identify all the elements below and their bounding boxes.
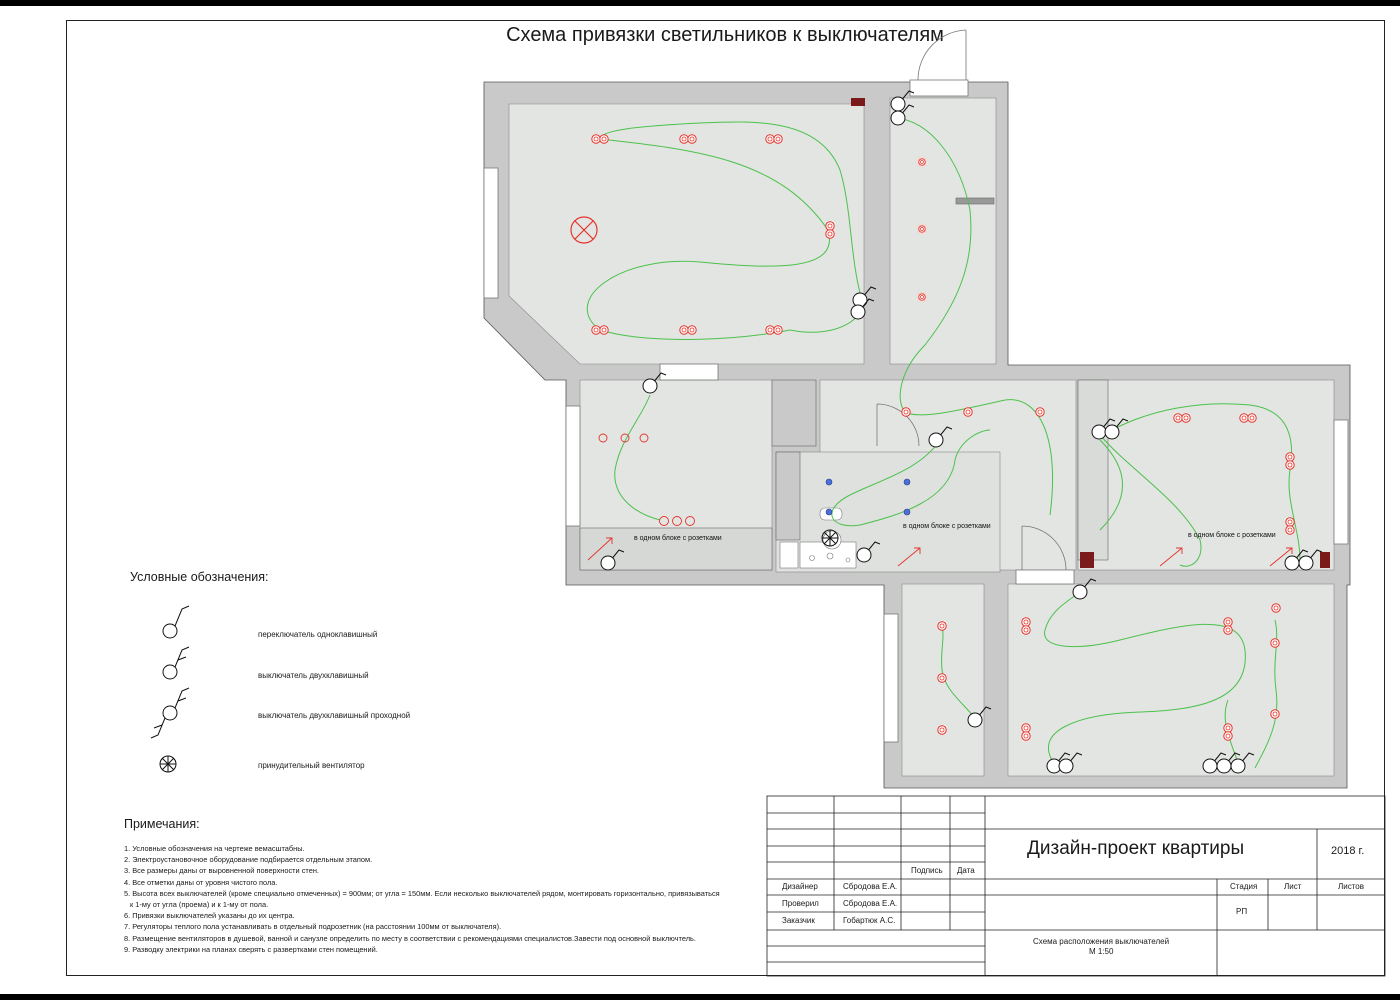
room-kitchen [1007, 583, 1335, 777]
role-designer: Дизайнер [782, 882, 818, 891]
note-item: 2. Электроустановочное оборудование подб… [124, 855, 373, 865]
col-signature: Подпись [911, 866, 943, 875]
note-west: в одном блоке с розетками [634, 534, 722, 542]
chandelier-icon [570, 216, 598, 244]
plumbing [779, 507, 857, 569]
col-sheets: Листов [1338, 882, 1364, 891]
legend-label-passthrough-switch: выключатель двухклавишный проходной [258, 711, 411, 720]
sheet-scale: М 1:50 [1089, 947, 1114, 956]
room-hall-north [889, 97, 997, 365]
col-stage: Стадия [1230, 882, 1258, 891]
col-sheet: Лист [1284, 882, 1302, 891]
legend-icons [150, 605, 190, 773]
drawing-title: Схема привязки светильников к выключател… [506, 24, 944, 46]
project-year: 2018 г. [1331, 845, 1365, 857]
notes-heading: Примечания: [124, 817, 200, 831]
note-item: 7. Регуляторы теплого пола устанавливать… [124, 922, 502, 932]
double-key-passthrough-switch-icon [150, 687, 190, 739]
direction-arrows [587, 537, 1293, 567]
fan-icon [821, 529, 839, 547]
note-item: 4. Все отметки даны от уровня чистого по… [124, 877, 278, 887]
room-living [508, 103, 865, 365]
note-item: 6. Привязки выключателей указаны до их ц… [124, 911, 295, 921]
col-date: Дата [957, 866, 975, 875]
drawing-frame [66, 20, 1385, 976]
note-item: 9. Разводку электрики на планах сверять … [124, 944, 378, 954]
legend-label-fan: принудительный вентилятор [258, 761, 365, 770]
legend-label-double-switch: выключатель двухклавишный [258, 671, 369, 680]
title-block [766, 795, 1386, 977]
legend-heading: Условные обозначения: [130, 570, 269, 584]
double-key-switch-icon [162, 646, 190, 680]
note-item: 8. Размещение вентиляторов в душевой, ва… [124, 933, 696, 943]
legend-fan-icon [159, 755, 177, 773]
note-center: в одном блоке с розетками [903, 522, 991, 530]
single-key-switch-icon [162, 605, 190, 639]
doors [483, 29, 1349, 743]
bottom-border-bar [0, 994, 1400, 1000]
name-designer: Сбродова Е.А. [843, 882, 898, 891]
sconces [598, 433, 695, 526]
bathroom-lights [825, 478, 911, 516]
role-checked: Проверил [782, 899, 819, 908]
room-bedroom-east [1077, 379, 1335, 571]
rooms [508, 97, 1335, 777]
legend-label-single-switch: переключатель одноклавишный [258, 630, 378, 639]
name-checked: Сбродова Е.А. [843, 899, 898, 908]
inner-walls [579, 197, 1109, 571]
project-title: Дизайн-проект квартиры [1027, 838, 1245, 859]
note-item: 5. Высота всех выключателей (кроме специ… [124, 888, 720, 898]
sheet-name: Схема расположения выключателей [1033, 937, 1170, 946]
name-client: Гобартюк А.С. [843, 916, 896, 925]
stage-value: РП [1236, 907, 1248, 916]
note-east: в одном блоке с розетками [1188, 531, 1276, 539]
note-item: 1. Условные обозначения на чертеже вемас… [124, 844, 305, 853]
note-item: к 1-му от угла (проема) и к 1-му от пола… [130, 900, 269, 910]
notes-list: 1. Условные обозначения на чертеже вемас… [124, 843, 764, 955]
role-client: Заказчик [782, 916, 815, 925]
note-item: 3. Все размеры даны от выровненной повер… [124, 866, 319, 876]
top-border-bar [0, 0, 1400, 6]
wall-accents [851, 98, 1330, 568]
